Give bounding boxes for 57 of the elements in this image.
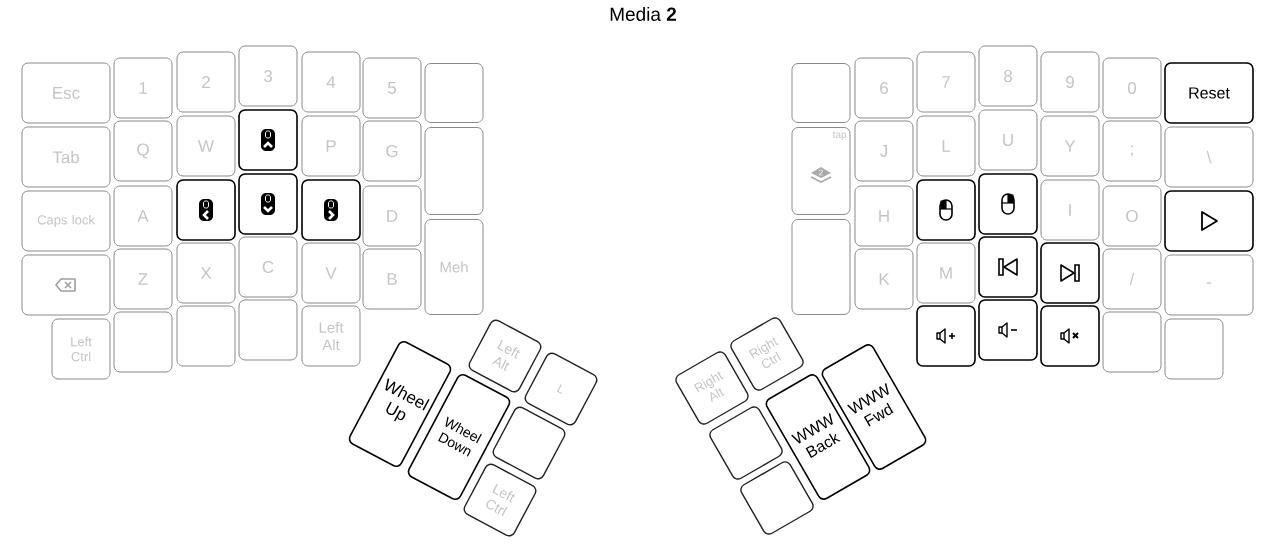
key: \ xyxy=(1164,126,1254,188)
key xyxy=(1102,311,1162,373)
key: W xyxy=(176,115,236,177)
key: Right Alt xyxy=(675,351,749,425)
key: 5 xyxy=(362,57,422,119)
key: ; xyxy=(1102,120,1162,182)
key: Tab xyxy=(21,126,111,188)
key: L xyxy=(916,115,976,177)
key: G xyxy=(362,120,422,182)
key: K xyxy=(854,248,914,310)
key: J xyxy=(854,120,914,182)
key: / xyxy=(1102,248,1162,310)
key: V xyxy=(301,242,361,304)
key: Y xyxy=(1040,115,1100,177)
key xyxy=(1164,318,1224,380)
key: Right Ctrl xyxy=(730,317,804,391)
key: M xyxy=(916,242,976,304)
key: 4 xyxy=(301,51,361,113)
key: 8 xyxy=(978,45,1038,107)
key xyxy=(176,305,236,367)
key: Meh xyxy=(424,219,484,315)
key: Left Alt xyxy=(468,319,542,393)
key: 9 xyxy=(1040,51,1100,113)
key: 7 xyxy=(916,51,976,113)
key xyxy=(238,299,298,361)
key: Caps lock xyxy=(21,190,111,252)
key xyxy=(424,127,484,215)
key: 0 xyxy=(1102,57,1162,119)
key: 2 xyxy=(176,51,236,113)
key: C xyxy=(238,236,298,298)
key: 6 xyxy=(854,57,914,119)
key: H xyxy=(854,185,914,247)
key: P xyxy=(301,115,361,177)
key: B xyxy=(362,248,422,310)
key: 1 xyxy=(113,57,173,119)
key xyxy=(113,311,173,373)
key: Esc xyxy=(21,62,111,124)
key: D xyxy=(362,185,422,247)
key: X xyxy=(176,242,236,304)
key xyxy=(791,219,851,315)
key: U xyxy=(978,109,1038,171)
title: Media 2 xyxy=(610,7,677,21)
key xyxy=(740,461,814,535)
key: Reset xyxy=(1164,62,1254,124)
key: A xyxy=(113,185,173,247)
key: Left Ctrl xyxy=(51,318,111,380)
key: 3 xyxy=(238,45,298,107)
key: Left Alt xyxy=(301,305,361,367)
key xyxy=(424,63,484,123)
key xyxy=(791,63,851,123)
key xyxy=(709,406,783,480)
key: Left Ctrl xyxy=(463,463,537,537)
key: Z xyxy=(113,248,173,310)
key: Q xyxy=(113,120,173,182)
key: - xyxy=(1164,254,1254,316)
key: O xyxy=(1102,185,1162,247)
key xyxy=(492,406,566,480)
